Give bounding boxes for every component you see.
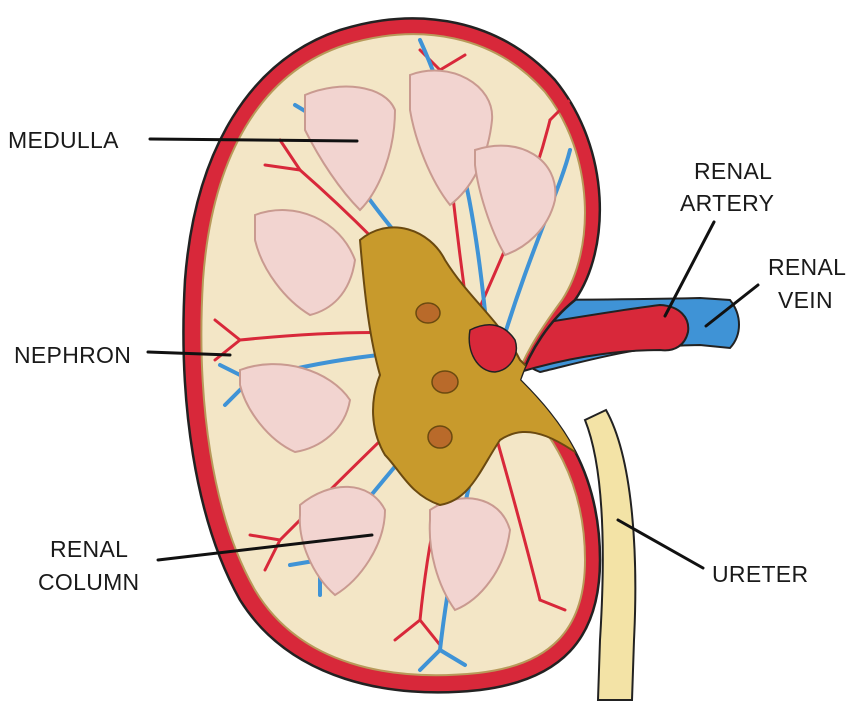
leader-nephron [146, 350, 232, 357]
renal-artery [498, 303, 690, 374]
label-medulla: MEDULLA [8, 127, 119, 153]
leader-medulla [148, 137, 359, 143]
ureter [583, 408, 637, 701]
hilum-vessels [468, 324, 517, 373]
label-ureter: URETER [712, 561, 808, 587]
label-renal-artery-line2: ARTERY [680, 190, 774, 216]
renal-papillae [415, 302, 459, 449]
label-renal-vein-line1: RENAL [768, 254, 846, 280]
leader-renal-column [156, 533, 374, 562]
leader-renal-vein [704, 283, 760, 328]
label-renal-column-line2: COLUMN [38, 569, 139, 595]
leader-ureter [616, 518, 705, 570]
leader-renal-artery [663, 220, 716, 318]
label-renal-column-line1: RENAL [50, 536, 128, 562]
label-renal-artery-line1: RENAL [694, 158, 772, 184]
medullary-pyramids [239, 69, 557, 612]
label-nephron: NEPHRON [14, 342, 131, 368]
label-renal-vein-line2: VEIN [778, 287, 833, 313]
